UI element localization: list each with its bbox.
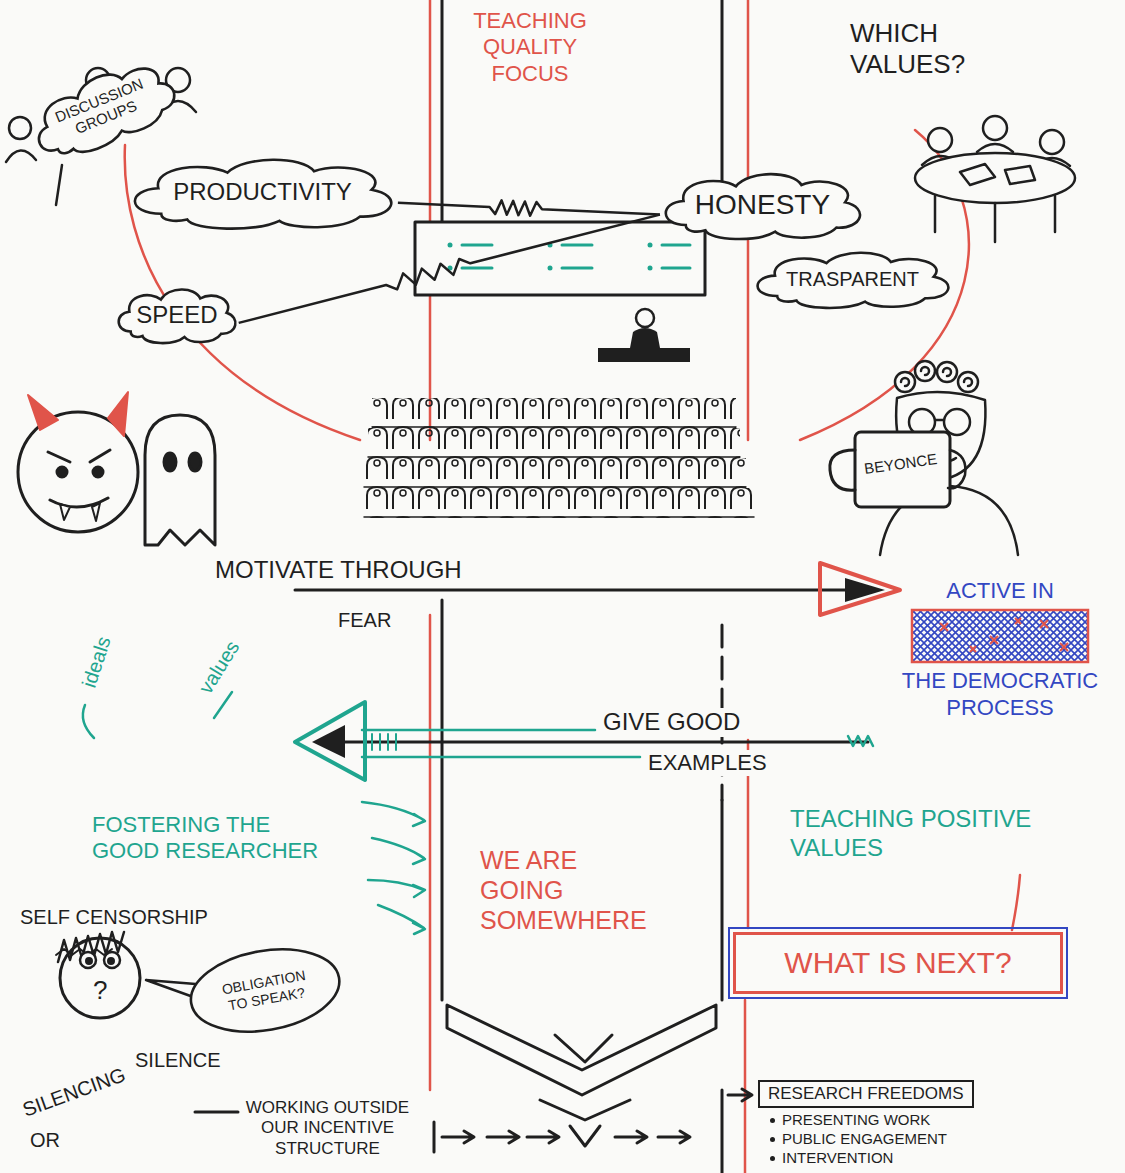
node-text: PRODUCTIVITY	[173, 178, 352, 207]
sketch-label: GIVE GOOD	[600, 708, 743, 737]
researcher-arrows	[362, 802, 425, 934]
label-slot: FOSTERING THE GOOD RESEARCHER	[92, 812, 332, 865]
teacher-figure	[830, 361, 1018, 555]
label-slot: GIVE GOOD	[600, 708, 743, 737]
label-slot: ideals	[77, 633, 116, 690]
label-slot: WHICH VALUES?	[850, 18, 1000, 80]
node-text: PRESENTING WORK	[782, 1111, 930, 1130]
node-text: PUBLIC ENGAGEMENT	[782, 1130, 947, 1149]
node-text: WHAT IS NEXT?	[784, 945, 1011, 981]
bullet-dot	[770, 1118, 775, 1123]
ghost-figure	[145, 415, 215, 545]
label-slot: SILENCING	[19, 1062, 129, 1121]
sketch-label: WE ARE GOING SOMEWHERE	[480, 845, 655, 935]
devil-figure	[18, 392, 138, 532]
label-slot: SILENCE	[135, 1048, 221, 1072]
node-text: TRASPARENT	[786, 267, 919, 291]
cloud-node: SPEED	[111, 282, 242, 348]
connector	[239, 215, 660, 323]
sketch-label: TEACHING QUALITY FOCUS	[455, 8, 605, 87]
node-text: THE DEMOCRATIC PROCESS	[898, 668, 1103, 721]
label-slot: BEYONCE	[863, 450, 938, 478]
label-slot: TEACHING QUALITY FOCUS	[455, 8, 605, 87]
label-slot: values	[193, 636, 244, 698]
sketch-label: FOSTERING THE GOOD RESEARCHER	[92, 812, 332, 865]
node-text: SPEED	[136, 301, 217, 330]
cloud-node: HONESTY	[653, 165, 871, 245]
hatched-box: ACTIVE IN THE DEMOCRATIC PROCESS	[883, 578, 1118, 721]
connector-line	[398, 200, 660, 215]
question-box: WHAT IS NEXT?	[733, 932, 1063, 994]
label-slot: WORKING OUTSIDE OUR INCENTIVE STRUCTURE	[235, 1098, 420, 1159]
bullet-row: INTERVENTION	[770, 1149, 893, 1168]
sketch-label: values	[193, 636, 244, 698]
sketch-label: EXAMPLES	[645, 750, 770, 776]
label-slot: TEACHING POSITIVE VALUES	[790, 805, 1090, 863]
sketch-label: TEACHING POSITIVE VALUES	[790, 805, 1090, 863]
sketch-label: WHICH VALUES?	[850, 18, 1000, 80]
hatch-fill	[910, 608, 1090, 664]
connector-line	[239, 215, 660, 323]
sketch-label: SELF CENSORSHIP	[20, 905, 208, 929]
sketch-label: OR	[30, 1128, 60, 1152]
sketch-label: ideals	[77, 633, 116, 690]
label-slot: WE ARE GOING SOMEWHERE	[480, 845, 655, 935]
cloud-node: TRASPARENT	[745, 245, 959, 313]
bullet-row: PRESENTING WORK	[770, 1111, 930, 1130]
sketch-label: MOTIVATE THROUGH	[215, 556, 462, 585]
sketch-label: SILENCING	[19, 1062, 129, 1121]
sketch-label: FEAR	[338, 608, 391, 632]
sketch-label: SILENCE	[135, 1048, 221, 1072]
label-slot: MOTIVATE THROUGH	[215, 556, 462, 585]
cloud-node: DISCUSSION GROUPS	[13, 41, 193, 177]
node-text: INTERVENTION	[782, 1149, 893, 1168]
examples-arrow	[83, 692, 873, 780]
label-slot: OR	[30, 1128, 60, 1152]
node-text: HONESTY	[695, 188, 830, 222]
node-text: RESEARCH FREEDOMS	[758, 1080, 974, 1108]
bullet-dot	[770, 1156, 775, 1161]
freedoms-box: RESEARCH FREEDOMS PRESENTING WORKPUBLIC E…	[758, 1080, 1058, 1168]
hatched-panel	[910, 608, 1090, 664]
bullet-row: PUBLIC ENGAGEMENT	[770, 1130, 947, 1149]
label-slot: ?	[93, 975, 107, 1006]
label-slot: FEAR	[338, 608, 391, 632]
label-slot: SELF CENSORSHIP	[20, 905, 208, 929]
audience	[364, 398, 754, 518]
sketch-label: WORKING OUTSIDE OUR INCENTIVE STRUCTURE	[235, 1098, 420, 1159]
values-table	[915, 116, 1075, 242]
lecture-screen	[415, 222, 705, 362]
sketch-label: ?	[93, 975, 107, 1006]
cloud-node: PRODUCTIVITY	[118, 150, 406, 235]
thinking-head	[56, 932, 210, 1018]
bullet-dot	[770, 1137, 775, 1142]
node-text: ACTIVE IN	[946, 578, 1054, 604]
column-lines	[430, 0, 748, 1173]
sketch-label: BEYONCE	[863, 450, 938, 478]
speech-bubble: OBLIGATION TO SPEAK?	[181, 935, 350, 1046]
label-slot: EXAMPLES	[645, 750, 770, 776]
connector	[398, 200, 660, 215]
